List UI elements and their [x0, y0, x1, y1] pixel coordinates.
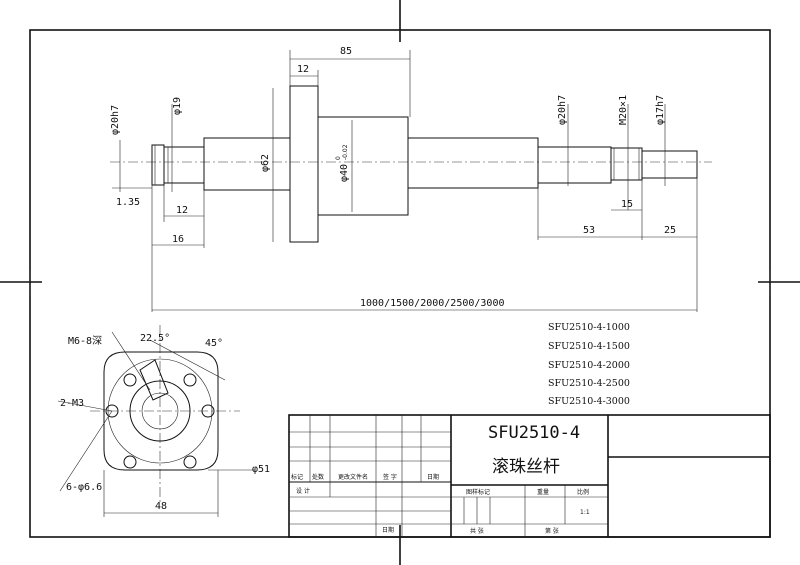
label-pcd: φ51: [252, 464, 270, 475]
model-4: SFU2510-4-2500: [548, 378, 630, 389]
flange-front-view: M6-8深 22.5° 45° 2-M3 6-φ6.6 φ51 48: [57, 325, 270, 517]
dim-d40: φ40: [339, 164, 350, 182]
dim-d40-tol-low: -0.02: [342, 144, 349, 160]
dim-12-left: 12: [176, 205, 188, 216]
shaft-dimensions: 85 12 φ62 φ40 0 -0.02 φ20h7 φ19 1.35 12 …: [110, 46, 697, 311]
dim-d40-tol-up: 0: [335, 156, 342, 160]
title-block-doc: 更改文件名: [338, 473, 368, 481]
dim-85: 85: [340, 46, 352, 57]
dim-25: 25: [664, 225, 676, 236]
title-block: 标记 处数 更改文件名 签 字 日期 设 计 日期 图样标记 重量 比例 1:1…: [288, 414, 771, 538]
model-2: SFU2510-4-1500: [548, 341, 630, 352]
label-45: 45°: [205, 338, 223, 349]
label-22-5: 22.5°: [140, 333, 170, 344]
title-block-date: 日期: [427, 473, 439, 481]
shaft-side-view: [110, 50, 712, 312]
title-block-sign: 签 字: [383, 473, 397, 481]
dim-1-35: 1.35: [116, 197, 140, 208]
label-holes: 6-φ6.6: [66, 482, 102, 493]
dim-17h7: φ17h7: [655, 95, 666, 125]
bolt-hole-5: [201, 404, 215, 418]
dim-d62: φ62: [260, 154, 271, 172]
bolt-hole-3: [123, 455, 137, 469]
dim-16: 16: [172, 234, 184, 245]
dim-12-flange: 12: [297, 64, 309, 75]
title-block-weight: 重量: [537, 488, 549, 496]
nut-body: [317, 116, 409, 216]
title-block-count: 处数: [312, 473, 324, 481]
drawing-subtitle: 滚珠丝杆: [492, 457, 560, 477]
model-3: SFU2510-4-2000: [548, 360, 630, 371]
label-width-48: 48: [155, 501, 167, 512]
bolt-hole-2: [183, 373, 197, 387]
nut-flange: [289, 85, 319, 243]
title-block-stage: 图样标记: [466, 488, 490, 496]
bolt-hole-6: [105, 404, 119, 418]
model-1: SFU2510-4-1000: [548, 322, 630, 333]
label-2m3: 2-M3: [60, 398, 84, 409]
drawing-title: SFU2510-4: [488, 423, 580, 443]
title-block-ratio: 比例: [577, 488, 589, 496]
dim-total-length: 1000/1500/2000/2500/3000: [360, 298, 505, 309]
bolt-hole-4: [183, 455, 197, 469]
title-block-scale: 1:1: [580, 509, 590, 516]
title-block-mark: 标记: [291, 473, 303, 481]
bolt-hole-1: [123, 373, 137, 387]
dim-53: 53: [583, 225, 595, 236]
dim-m20: M20×1: [618, 95, 629, 125]
dim-15: 15: [621, 199, 633, 210]
model-list: SFU2510-4-1000 SFU2510-4-1500 SFU2510-4-…: [548, 322, 630, 407]
title-block-review-date: 日期: [382, 526, 394, 534]
model-5: SFU2510-4-3000: [548, 396, 630, 407]
label-tap-hole: M6-8深: [68, 335, 102, 347]
title-block-sheet: 第 张: [545, 527, 559, 535]
dim-left-20h7: φ20h7: [110, 105, 121, 135]
dim-left-19: φ19: [172, 97, 183, 115]
title-block-design: 设 计: [296, 487, 310, 495]
title-block-total: 共 张: [470, 527, 484, 535]
dim-right-20h7: φ20h7: [557, 95, 568, 125]
